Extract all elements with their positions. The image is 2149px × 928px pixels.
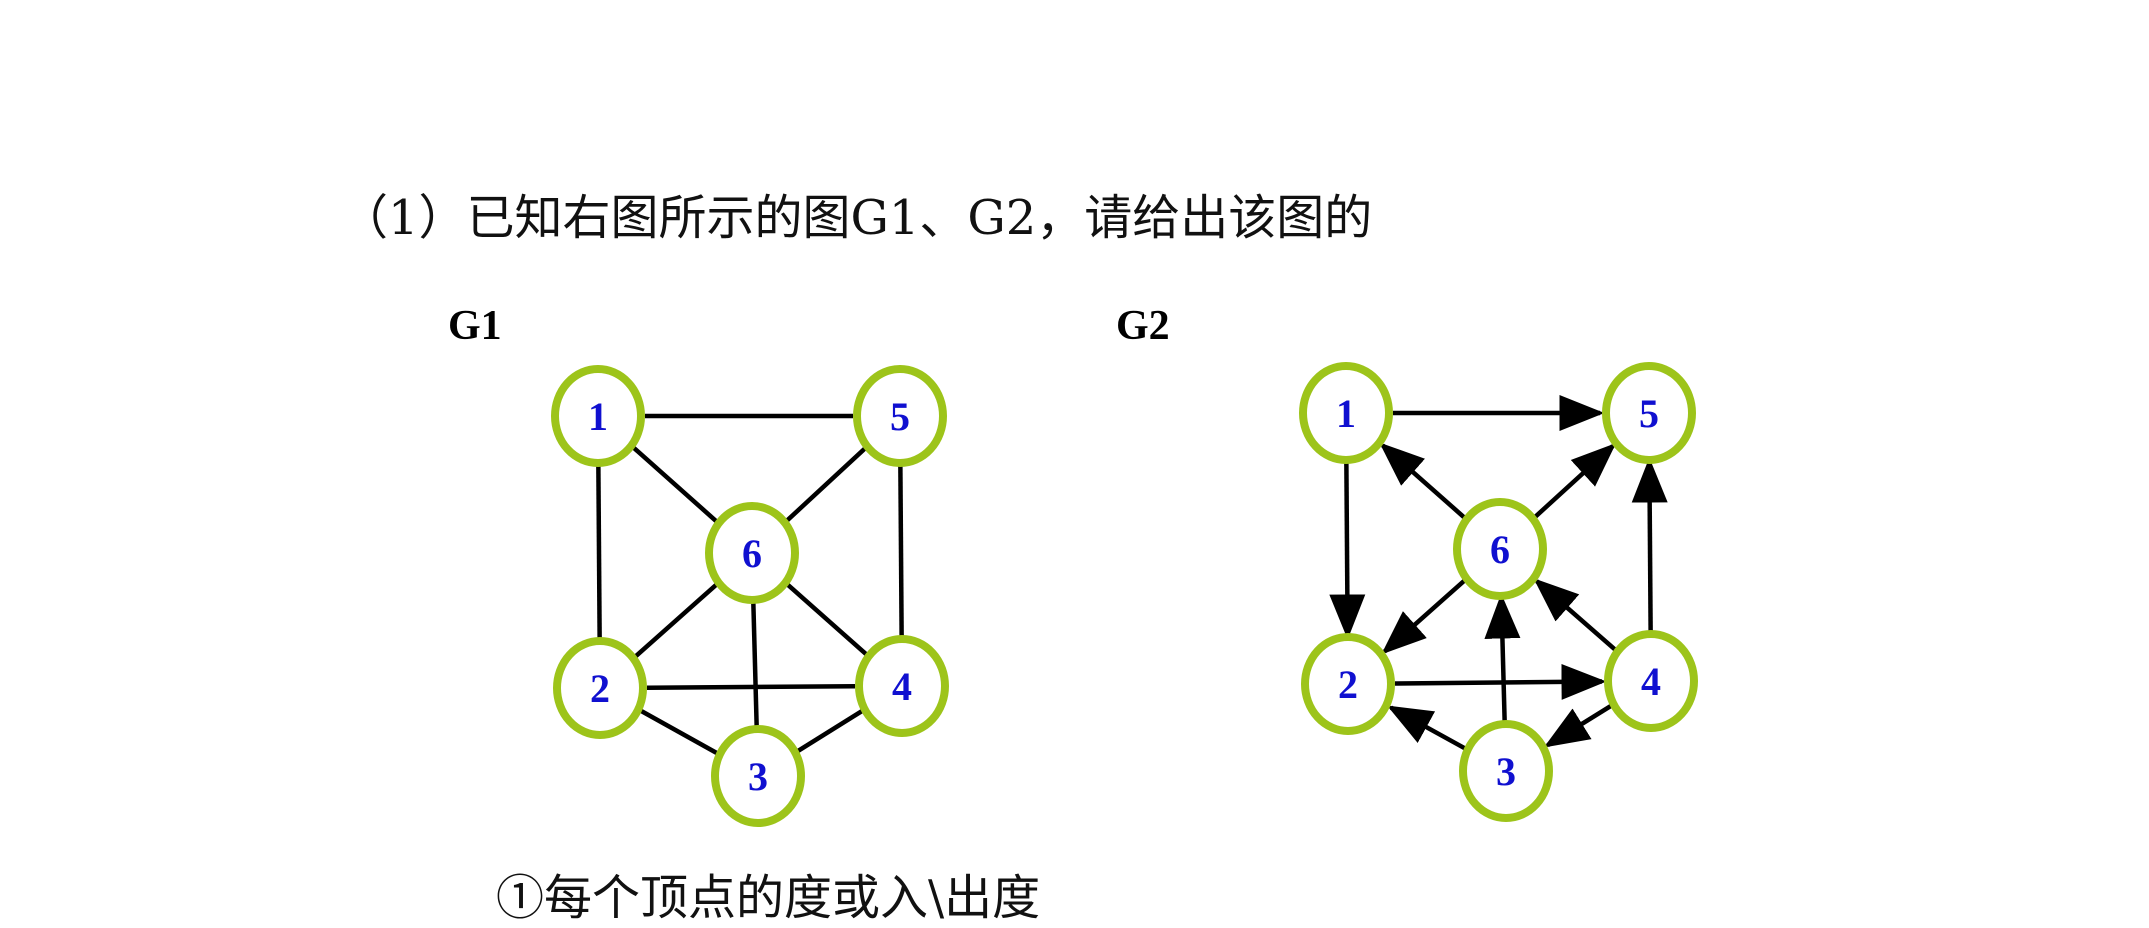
g2-vertex-4: [1604, 630, 1698, 732]
g1-vertex-label-5: 5: [890, 394, 910, 439]
g1-edge-3-4: [796, 709, 864, 753]
g1-edge-1-6: [631, 445, 719, 524]
g1-edge-5-6: [784, 446, 868, 523]
g1-vertex-label-1: 1: [588, 394, 608, 439]
g2-vertex-label-6: 6: [1490, 527, 1510, 572]
g2-edge-6-5: [1533, 442, 1617, 519]
g2-vertex-label-2: 2: [1338, 662, 1358, 707]
g2-edge-4-3: [1543, 703, 1613, 748]
question-text: （1）已知右图所示的图G1、G2，请给出该图的: [340, 190, 1373, 246]
g1-vertex-label-2: 2: [590, 666, 610, 711]
g2-vertex-label-1: 1: [1336, 391, 1356, 436]
g1-edge-1-2: [596, 462, 602, 642]
g2-edge-1-2: [1329, 459, 1366, 640]
g2-edge-3-6: [1484, 593, 1521, 725]
g1-edge-5-4: [898, 462, 904, 640]
g2-edge-4-6: [1533, 578, 1618, 652]
g2-vertex-3: [1459, 720, 1553, 822]
g1-edge-6-2: [633, 582, 719, 659]
g2-vertex-5: [1602, 362, 1696, 464]
g1-vertex-2: [553, 637, 647, 739]
g2-vertex-label-4: 4: [1641, 659, 1661, 704]
g2-edge-6-2: [1381, 578, 1467, 655]
g2-vertex-6: [1453, 498, 1547, 600]
g1-vertex-4: [855, 635, 949, 737]
g2-edge-3-2: [1386, 705, 1466, 751]
graph-diagram: 1 2 3 4 5 6 1 2 3 4 5 6: [551, 362, 1698, 827]
g1-edge-2-4: [646, 684, 856, 690]
g1-vertex-label-4: 4: [892, 664, 912, 709]
g1-vertex-6: [705, 502, 799, 604]
g2-vertex-2: [1301, 633, 1395, 735]
sub-question-text: ①每个顶点的度或入\出度: [496, 870, 1041, 926]
g1-edge-6-3: [751, 599, 759, 730]
g1-vertex-1: [551, 365, 645, 467]
g2-edge-6-1: [1379, 442, 1467, 520]
g2-vertex-label-3: 3: [1496, 749, 1516, 794]
g1-vertex-3: [711, 725, 805, 827]
g1-edge-2-3: [639, 708, 719, 756]
g1-edge-6-4: [785, 582, 869, 657]
g2-edge-4-5: [1631, 457, 1668, 635]
g1-vertex-label-3: 3: [748, 754, 768, 799]
g2-vertex-label-5: 5: [1639, 391, 1659, 436]
graph-g2-label: G2: [1116, 303, 1170, 349]
g2-edge-2-4: [1394, 663, 1607, 700]
graph-g1-label: G1: [448, 303, 502, 349]
g2-vertex-1: [1299, 362, 1393, 464]
g1-vertex-label-6: 6: [742, 531, 762, 576]
g1-vertex-5: [853, 365, 947, 467]
